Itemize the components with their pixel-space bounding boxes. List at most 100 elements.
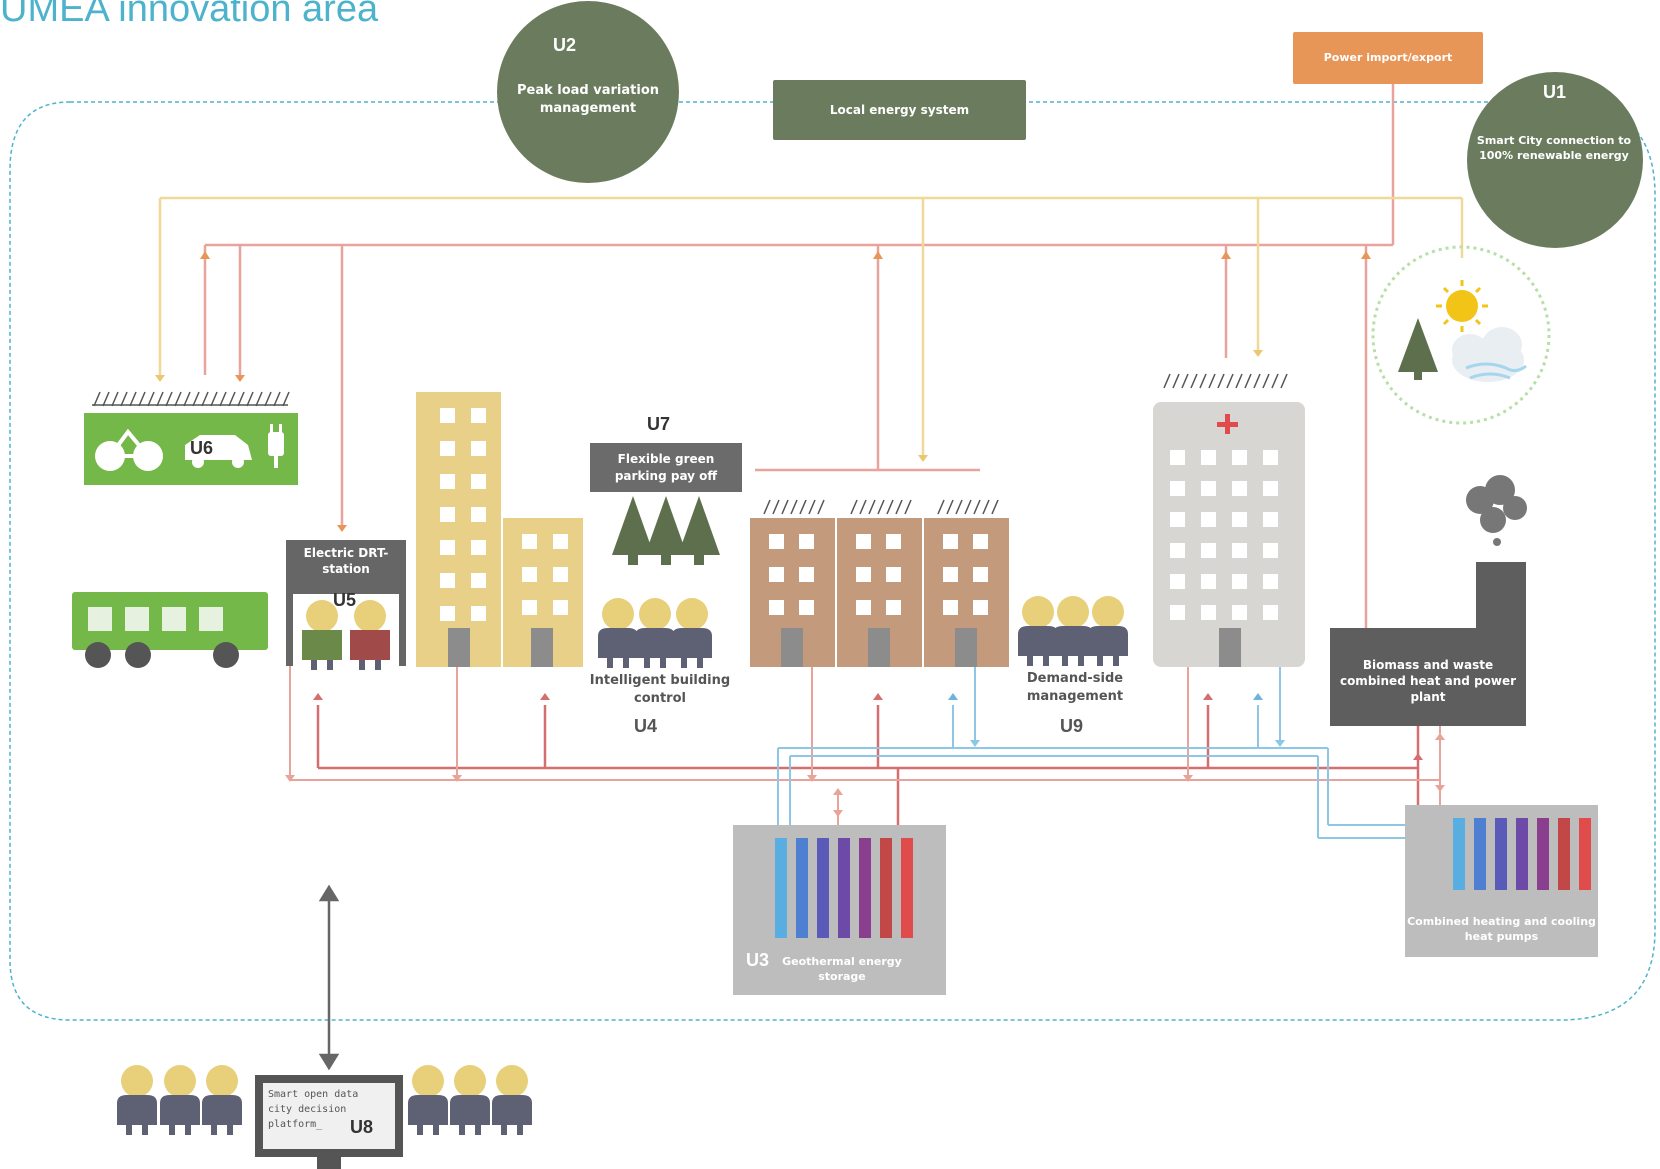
solar-panel-hatch [1262,373,1270,389]
window [471,441,486,456]
solar-panel-hatch [895,499,903,515]
storage-bar [1579,818,1591,890]
bicycle-icon [95,428,163,471]
storage-bar [1495,818,1507,890]
window [769,600,784,615]
solar-panel-hatch [1235,373,1243,389]
storage-bar [859,838,871,938]
drt-station [286,540,406,670]
solar-panel-hatch [1208,373,1216,389]
window [522,567,537,582]
window [1263,450,1278,465]
network-arrows [285,693,1445,817]
window [973,600,988,615]
solar-panel-hatch [93,391,101,407]
window [769,534,784,549]
storage-bar [775,838,787,938]
window [440,441,455,456]
u2-label: U2 [553,35,577,55]
window [1263,543,1278,558]
window [1170,543,1185,558]
solar-panel-hatch [264,391,272,407]
platform-text-line3: platform_ [268,1119,323,1130]
window [440,606,455,621]
power-box [1293,32,1483,84]
window [1263,605,1278,620]
solar-panel-hatch [183,391,191,407]
local-energy-box [773,80,1026,140]
window [1232,481,1247,496]
solar-panel-hatch [1172,373,1180,389]
window [1201,481,1216,496]
biomass-plant [1330,562,1526,726]
solar-panel-hatch [1181,373,1189,389]
window [886,567,901,582]
window [856,534,871,549]
u5-label: U5 [333,590,357,610]
solar-panel-hatch [1163,373,1171,389]
solar-panel-hatch [982,499,990,515]
window [1170,481,1185,496]
solar-panel-hatch [219,391,227,407]
window [943,600,958,615]
window [1263,512,1278,527]
smart-city-text: Smart City connection to 100% renewable … [1476,134,1632,162]
storage-bar [880,838,892,938]
demand-side-caption: Demand-side management [1026,671,1124,705]
u1-circle [1467,72,1643,248]
solar-panel-hatch [859,499,867,515]
residential-building-tall [416,392,501,667]
solar-panel-hatch [282,391,290,407]
solar-panel-hatch [886,499,894,515]
storage-bar [1474,818,1486,890]
heating-lines [316,705,1420,825]
people-group-u4 [598,598,712,668]
platform-text-line2: city decision [268,1104,347,1115]
window [799,600,814,615]
solar-panel-hatch [799,499,807,515]
window [440,507,455,522]
solar-panel-hatch [228,391,236,407]
power-arrows [155,251,1371,532]
window [522,534,537,549]
storage-bar [796,838,808,938]
flexible-parking-box [590,443,742,492]
solar-panel-hatch [772,499,780,515]
power-text: Power import/export [1323,50,1453,64]
window [1232,450,1247,465]
solar-panel-hatch [1271,373,1279,389]
window [1232,543,1247,558]
solar-panel-hatch [808,499,816,515]
window [1201,543,1216,558]
window [1201,450,1216,465]
window [471,408,486,423]
window [440,474,455,489]
solar-panel-hatch [147,391,155,407]
window [440,573,455,588]
u8-link-arrow [318,884,340,1071]
wind-icon [1465,362,1527,380]
window [440,540,455,555]
solar-panel-hatch [1217,373,1225,389]
peak-load-text: Peak load variation management [516,83,660,116]
storage-bar [817,838,829,938]
drt-station-text: Electric DRT-station [303,545,389,576]
heat-pumps-text: Combined heating and cooling heat pumps [1407,915,1596,943]
residential-building-short [503,518,583,667]
window [1232,605,1247,620]
window [769,567,784,582]
solar-panel-hatch [1190,373,1198,389]
window [973,534,988,549]
people-group-u8-left [117,1065,242,1135]
solar-panel-hatch [120,391,128,407]
u3-label: U3 [746,950,770,970]
building-control-caption: Intelligent building control [589,673,731,707]
platform-text-line1: Smart open data [268,1089,359,1100]
u4-label: U4 [634,716,658,736]
solar-panel-hatch [174,391,182,407]
solar-panel-hatch [946,499,954,515]
window [1201,512,1216,527]
storage-bar [1537,818,1549,890]
